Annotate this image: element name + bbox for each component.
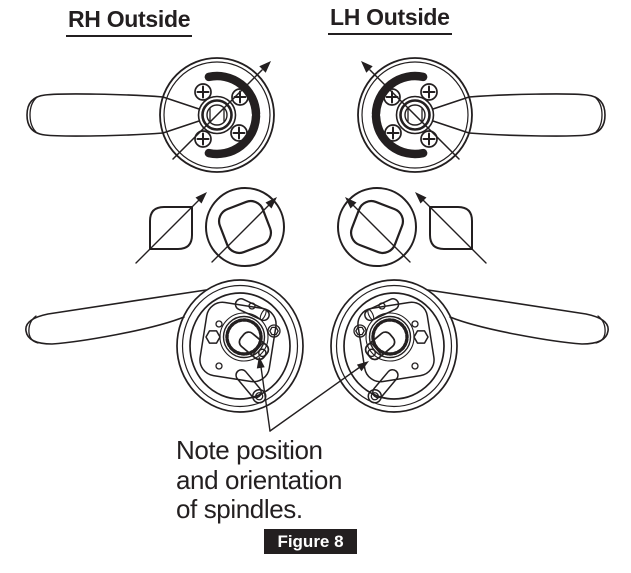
heading-lh-outside: LH Outside bbox=[328, 4, 452, 35]
figure-label: Figure 8 bbox=[277, 531, 344, 551]
direction-arrow-icon bbox=[172, 61, 271, 160]
spindle-callout-arrows bbox=[256, 356, 369, 432]
lh-lever-back-view bbox=[329, 278, 610, 414]
lever-neck-line bbox=[162, 96, 200, 110]
lever-handle-outline bbox=[26, 93, 164, 137]
rh-spindle-orientation bbox=[135, 187, 285, 267]
note-line: of spindles. bbox=[176, 494, 303, 524]
rh-lever-back-view bbox=[25, 279, 304, 413]
lh-lever-front-view bbox=[358, 58, 605, 172]
figure-label-badge: Figure 8 bbox=[264, 529, 357, 554]
lever-handle-cap-line bbox=[29, 97, 37, 133]
lh-spindle-orientation bbox=[336, 186, 488, 268]
note-line: and orientation bbox=[176, 464, 343, 495]
direction-arrow-icon bbox=[211, 197, 277, 263]
hex-bolt bbox=[267, 324, 281, 338]
lever-handle-cap-line bbox=[28, 315, 39, 344]
spindle bbox=[238, 331, 270, 361]
hex-nut bbox=[205, 330, 221, 344]
note-text: Note position and orientation of spindle… bbox=[176, 435, 343, 525]
lever-neck-line bbox=[162, 120, 200, 134]
chassis-rings bbox=[176, 279, 304, 413]
rh-lever-front-view bbox=[26, 57, 275, 173]
rotation-arc bbox=[204, 71, 261, 159]
spindle-hub bbox=[197, 95, 237, 135]
rose-outer-ring bbox=[159, 57, 275, 173]
heading-rh-outside: RH Outside bbox=[66, 6, 193, 37]
rose-inner-ring bbox=[163, 61, 271, 169]
spring-cage bbox=[222, 315, 266, 359]
mounting-plate bbox=[199, 301, 277, 383]
screw-holes bbox=[215, 302, 256, 370]
note-line: Note position bbox=[176, 435, 323, 465]
lever-handle-outline bbox=[25, 289, 207, 345]
direction-arrow-icon bbox=[135, 192, 207, 264]
spindle-socket bbox=[205, 187, 285, 267]
